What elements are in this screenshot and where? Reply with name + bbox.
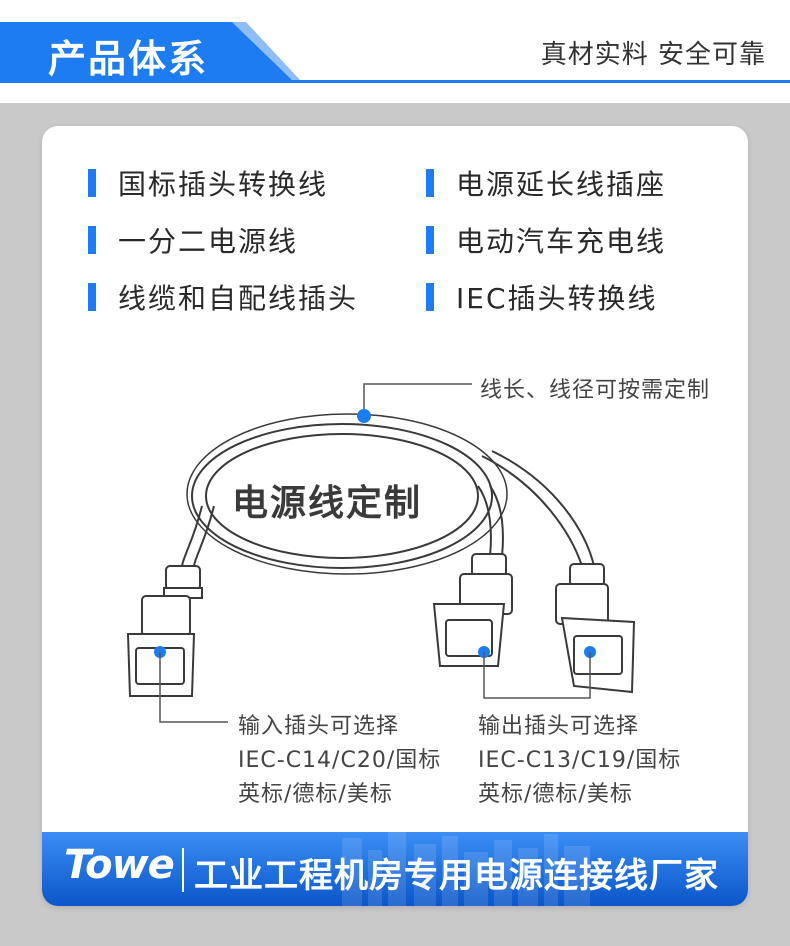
- page-title: 产品体系: [48, 37, 209, 81]
- input-plug: [126, 565, 203, 697]
- category-item: 国标插头转换线: [88, 166, 329, 201]
- illustration-label: 电源线定制: [232, 483, 423, 524]
- header-gap: [0, 83, 790, 103]
- category-marker: [88, 169, 96, 197]
- input-note-line: IEC-C14/C20/国标: [238, 748, 442, 773]
- header: 产品体系 真材实料 安全可靠: [0, 0, 790, 83]
- category-label: 国标插头转换线: [118, 168, 329, 201]
- header-slogan: 真材实料 安全可靠: [540, 40, 766, 70]
- category-marker: [426, 283, 434, 311]
- category-label: 电源延长线插座: [456, 168, 667, 201]
- skyline-decoration: [342, 832, 590, 906]
- cable-note-dot: [357, 409, 371, 423]
- category-item: 电源延长线插座: [426, 166, 667, 201]
- category-item: 电动汽车充电线: [426, 223, 667, 258]
- output-plug-1: [432, 553, 513, 667]
- product-card: 国标插头转换线 电源延长线插座 一分二电源线 电动汽车充电线 线缆和自配线插头 …: [42, 126, 748, 906]
- category-marker: [426, 169, 434, 197]
- output-note-line: 输出插头可选择: [478, 714, 640, 739]
- category-label: 电动汽车充电线: [456, 225, 667, 258]
- output-note-line: IEC-C13/C19/国标: [478, 748, 682, 773]
- category-marker: [426, 226, 434, 254]
- output-plug-2: [555, 563, 636, 694]
- category-item: 线缆和自配线插头: [88, 280, 359, 315]
- footer-divider: [182, 848, 184, 892]
- power-cable-illustration: [126, 383, 636, 723]
- footer-banner: Towe 工业工程机房专用电源连接线厂家: [42, 832, 748, 906]
- category-label: IEC插头转换线: [456, 282, 658, 315]
- brand-logo: Towe: [64, 842, 175, 888]
- category-marker: [88, 226, 96, 254]
- cable-note: 线长、线径可按需定制: [480, 378, 711, 403]
- category-item: 一分二电源线: [88, 223, 299, 258]
- output-note-line: 英标/德标/美标: [478, 782, 633, 807]
- footer-tagline: 工业工程机房专用电源连接线厂家: [194, 856, 719, 896]
- category-item: IEC插头转换线: [426, 280, 658, 315]
- header-banner: [0, 22, 300, 80]
- category-label: 一分二电源线: [118, 225, 299, 258]
- input-note-line: 输入插头可选择: [238, 714, 400, 739]
- header-divider: [0, 80, 790, 83]
- category-label: 线缆和自配线插头: [118, 282, 359, 315]
- category-marker: [88, 283, 96, 311]
- input-note-line: 英标/德标/美标: [238, 782, 393, 807]
